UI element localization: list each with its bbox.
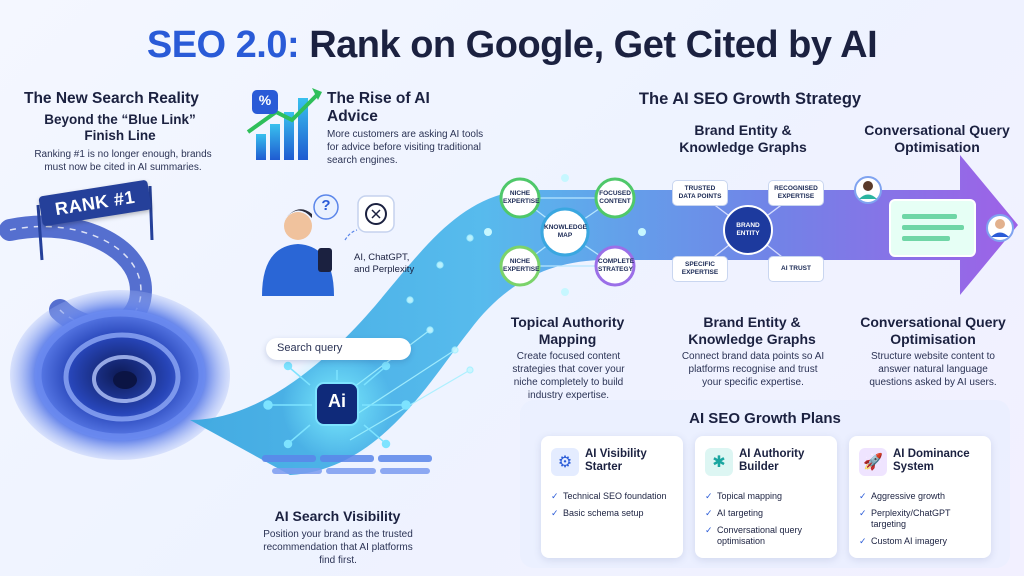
node-knowledge-map: KNOWLEDGE MAP xyxy=(544,224,587,239)
plan-name: AI Visibility Starter xyxy=(585,448,647,473)
rocket-icon: 🚀 xyxy=(859,448,887,476)
conversational-body: Structure website content to answer natu… xyxy=(869,351,997,388)
conversational-title: Conversational Query Optimisation xyxy=(860,314,1006,347)
plan-name: AI Dominance System xyxy=(893,448,970,473)
visibility-body: Position your brand as the trusted recom… xyxy=(263,529,413,566)
rise-title: The Rise of AI Advice xyxy=(327,90,430,125)
node-recognised-expertise: RECOGNISED EXPERTISE xyxy=(768,180,824,206)
circuit-lines xyxy=(329,234,474,441)
strategy-ribbon xyxy=(190,155,1018,475)
percent-icon: % xyxy=(258,92,272,108)
new-search-body: Ranking #1 is no longer enough, brands m… xyxy=(34,149,212,173)
plan-feature-list: Technical SEO foundation Basic schema se… xyxy=(551,491,679,525)
plan-feature: Basic schema setup xyxy=(551,508,679,519)
node-complete-strategy: COMPLETE STRATEGY xyxy=(598,258,635,273)
new-search-subtitle: Beyond the “Blue Link” Finish Line xyxy=(44,112,196,143)
title-rest: Rank on Google, Get Cited by AI xyxy=(309,24,878,66)
growth-strategy-title: The AI SEO Growth Strategy xyxy=(638,90,862,108)
node-niche-expertise-1: NICHE EXPERTISE xyxy=(503,190,540,205)
plan-feature: Aggressive growth xyxy=(859,491,987,502)
ribbon-brand-title: Brand Entity & Knowledge Graphs xyxy=(679,122,807,155)
ai-chip xyxy=(315,382,359,426)
plan-feature: Perplexity/ChatGPT targeting xyxy=(859,508,987,530)
brand-title: Brand Entity & Knowledge Graphs xyxy=(688,314,816,347)
node-trusted-data: TRUSTED DATA POINTS xyxy=(672,180,728,206)
plan-feature-list: Topical mapping AI targeting Conversatio… xyxy=(705,491,833,553)
search-query-box: Search query xyxy=(266,338,411,360)
plan-feature: Topical mapping xyxy=(705,491,833,502)
plan-feature: Conversational query optimisation xyxy=(705,525,833,547)
rise-body: More customers are asking AI tools for a… xyxy=(327,129,484,166)
ribbon-conversational-title: Conversational Query Optimisation xyxy=(864,122,1010,155)
rise-chart-icon xyxy=(246,88,322,160)
node-brand-entity: BRAND ENTITY xyxy=(736,222,760,237)
plan-feature-list: Aggressive growth Perplexity/ChatGPT tar… xyxy=(859,491,987,553)
node-focused-content: FOCUSED CONTENT xyxy=(599,190,631,205)
page-title: SEO 2.0: Rank on Google, Get Cited by AI xyxy=(0,24,1024,67)
node-ai-trust: AI TRUST xyxy=(768,256,824,282)
plan-card-authority-builder[interactable]: ✱ AI Authority Builder Topical mapping A… xyxy=(695,436,837,558)
person-illustration xyxy=(262,194,395,296)
node-niche-expertise-2: NICHE EXPERTISE xyxy=(503,258,540,273)
plan-feature: Custom AI imagery xyxy=(859,536,987,547)
visibility-title: AI Search Visibility xyxy=(274,508,401,524)
plan-feature: AI targeting xyxy=(705,508,833,519)
new-search-title: The New Search Reality xyxy=(24,90,199,107)
plans-title: AI SEO Growth Plans xyxy=(689,410,841,427)
plan-name: AI Authority Builder xyxy=(739,448,805,473)
topical-title: Topical Authority Mapping xyxy=(510,314,625,347)
topical-body: Create focused content strategies that c… xyxy=(512,351,625,401)
node-specific-expertise: SPECIFIC EXPERTISE xyxy=(672,256,728,282)
ai-chip-label: Ai xyxy=(328,391,346,411)
title-accent: SEO 2.0: xyxy=(146,24,300,66)
plan-card-dominance-system[interactable]: 🚀 AI Dominance System Aggressive growth … xyxy=(849,436,991,558)
ai-tools-label: AI, ChatGPT, and Perplexity xyxy=(354,252,415,275)
plan-feature: Technical SEO foundation xyxy=(551,491,679,502)
result-bars xyxy=(262,455,432,474)
brand-body: Connect brand data points so AI platform… xyxy=(681,351,825,388)
gear-icon: ⚙ xyxy=(551,448,579,476)
question-icon: ? xyxy=(321,197,331,214)
network-icon: ✱ xyxy=(705,448,733,476)
plan-card-visibility-starter[interactable]: ⚙ AI Visibility Starter Technical SEO fo… xyxy=(541,436,683,558)
